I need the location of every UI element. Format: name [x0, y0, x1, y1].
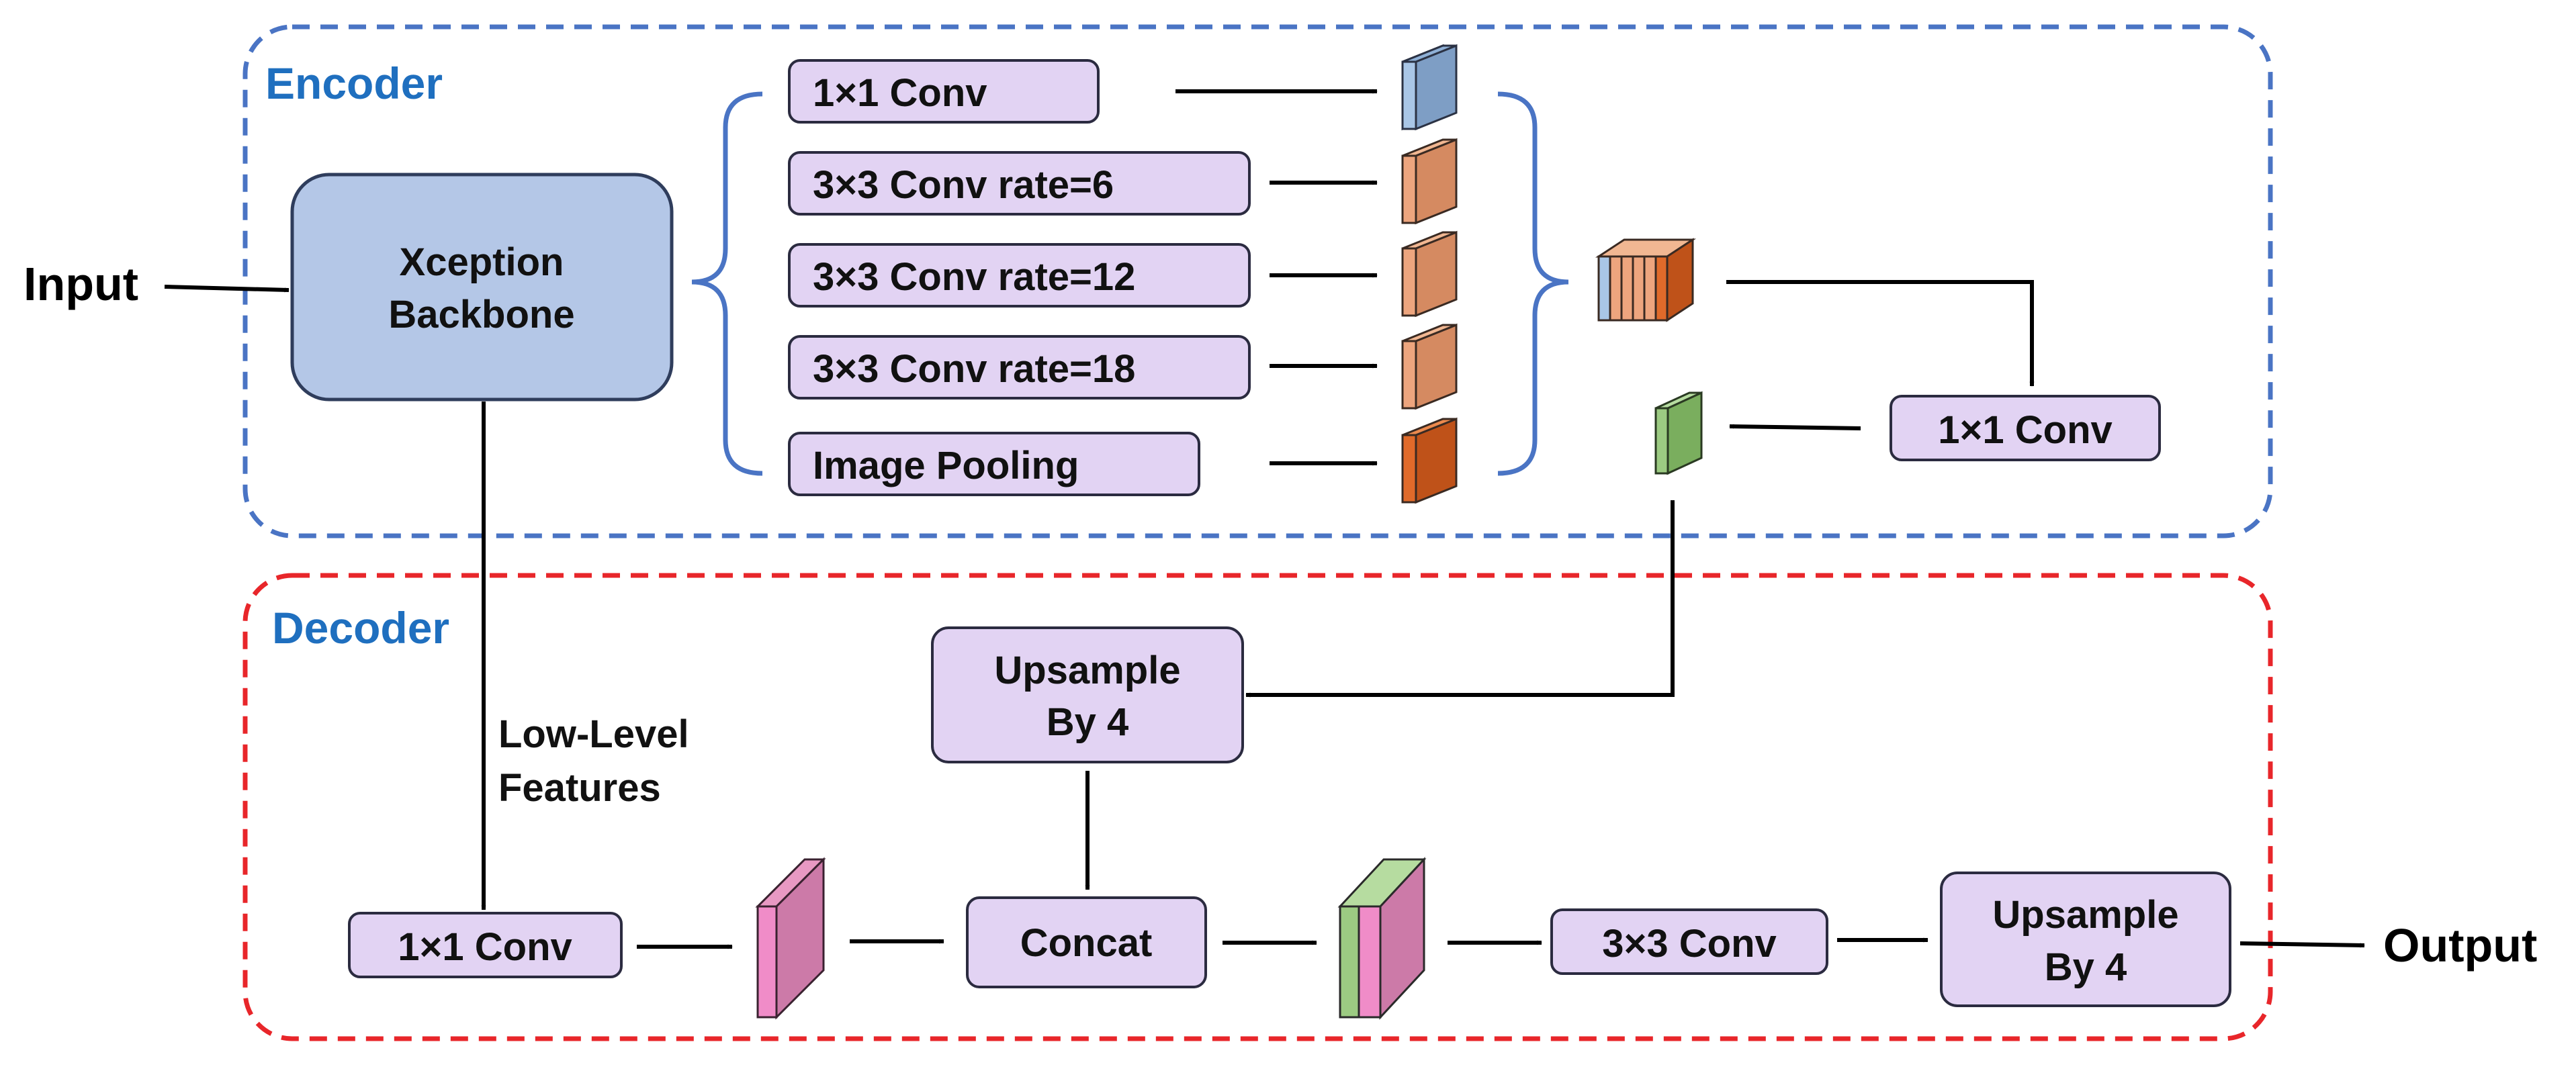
branch-label: 3×3 Conv rate=6 [813, 163, 1114, 207]
concat-feature-map [1337, 857, 1427, 1020]
output-arrow [2239, 941, 2365, 948]
left-brace [691, 91, 763, 476]
branch-label: 3×3 Conv rate=12 [813, 255, 1135, 299]
fuse-conv-label: 1×1 Conv [1938, 408, 2113, 452]
upsample-out-box [1940, 872, 2231, 1007]
backbone-line2: Backbone [388, 293, 574, 336]
encoder-to-upsample-arrow [1245, 500, 1675, 698]
feature-map-orange [1401, 417, 1458, 504]
upsample-top-box [931, 626, 1244, 763]
low-level-line2: Features [498, 766, 661, 810]
feature-map-peach [1401, 230, 1458, 318]
branch-box-1x1-conv [788, 59, 1100, 124]
feature-map-blue [1401, 44, 1458, 131]
stack-to-fuse-arrow [1726, 280, 2035, 387]
fuse-conv-box [1890, 395, 2161, 461]
branch-label: 3×3 Conv rate=18 [813, 347, 1135, 391]
low-conv-label: 1×1 Conv [398, 925, 572, 969]
branch-box-image-pooling [788, 432, 1200, 496]
branch-box-rate6 [788, 151, 1251, 216]
conv3-box [1550, 908, 1828, 975]
concat-label: Concat [1020, 921, 1153, 965]
encoder-frame [242, 24, 2273, 538]
branch-label: Image Pooling [813, 444, 1079, 487]
low-level-feature-map [755, 857, 826, 1020]
decoder-frame [242, 573, 2273, 1041]
concatenated-feature-stack [1595, 238, 1697, 322]
backbone-line1: Xception [400, 240, 564, 284]
upsample-out-line1: Upsample [1992, 893, 2178, 937]
upsample-top-line1: Upsample [994, 649, 1180, 692]
encoder-output-feature [1654, 391, 1703, 475]
decoder-title: Decoder [272, 603, 449, 653]
branch-box-rate12 [788, 243, 1251, 308]
feature-map-peach [1401, 138, 1458, 225]
upsample-top-line2: By 4 [1047, 700, 1129, 744]
fuse-to-green-arrow [1729, 424, 1861, 430]
branch-label: 1×1 Conv [813, 71, 987, 115]
output-label: Output [2383, 919, 2537, 972]
low-conv-box [348, 912, 623, 978]
input-label: Input [24, 258, 138, 310]
concat-box [966, 896, 1207, 988]
upsample-out-line2: By 4 [2045, 945, 2127, 989]
xception-backbone-box [290, 173, 674, 402]
branch-box-rate18 [788, 335, 1251, 399]
feature-map-peach [1401, 323, 1458, 410]
input-arrow [164, 285, 290, 293]
encoder-title: Encoder [265, 58, 443, 108]
right-brace [1497, 91, 1569, 476]
low-level-line1: Low-Level [498, 712, 689, 756]
conv3-label: 3×3 Conv [1602, 922, 1777, 966]
